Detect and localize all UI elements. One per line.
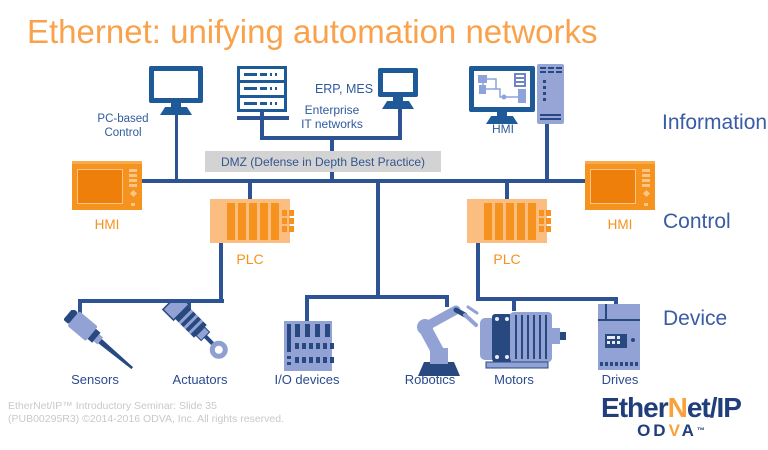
line-middle-drop	[376, 183, 380, 299]
line-server-pole	[260, 112, 264, 139]
line-device-bus-1	[78, 299, 224, 303]
line-sensors-drop	[78, 299, 82, 317]
enterprise-it-label: Enterprise IT networks	[301, 103, 363, 131]
device-label-io-devices: I/O devices	[274, 372, 340, 387]
line-plc2-device-drop	[476, 243, 480, 301]
device-label-sensors: Sensors	[71, 372, 119, 387]
hmi-panel-left-icon	[72, 161, 142, 210]
erp-mes-label: ERP, MES	[314, 82, 374, 96]
server-rack-icon	[237, 66, 287, 112]
logo-ethernet-ip: EtherNet/IP	[601, 392, 742, 423]
line-device-bus-2	[305, 295, 449, 299]
plc-left-icon	[210, 199, 294, 243]
hmi-info-label: HMI	[492, 122, 514, 136]
line-actuators-drop	[187, 299, 191, 313]
robotics-icon	[417, 305, 479, 376]
line-device-bus-3	[476, 297, 618, 301]
line-plc1-feed	[248, 183, 252, 200]
sensors-icon	[64, 310, 134, 370]
motors-icon	[480, 312, 566, 369]
level-label-information: Information	[662, 111, 768, 134]
actuators-icon	[161, 303, 228, 359]
line-enterprise-monitor-drop	[398, 108, 402, 138]
footer-line1: EtherNet/IP™ Introductory Seminar: Slide…	[8, 400, 217, 412]
line-plc1-device-drop	[219, 243, 223, 303]
hmi-left-label: HMI	[94, 217, 120, 232]
tower-pc-icon	[537, 64, 564, 124]
line-robotics-drop	[445, 295, 449, 307]
hmi-monitor-icon	[469, 66, 535, 124]
io-devices-icon	[284, 321, 334, 371]
dmz-label: DMZ (Defense in Depth Best Practice)	[220, 154, 426, 169]
level-label-device: Device	[663, 307, 728, 330]
device-label-actuators: Actuators	[172, 372, 228, 387]
line-motors-drop	[512, 297, 516, 311]
device-label-drives: Drives	[601, 372, 639, 387]
line-io-drop	[305, 295, 309, 322]
hmi-right-label: HMI	[607, 217, 633, 232]
device-label-robotics: Robotics	[404, 372, 456, 387]
drives-icon	[598, 304, 640, 370]
device-label-motors: Motors	[494, 372, 534, 387]
pc-based-control-monitor-icon	[149, 66, 203, 115]
hmi-screen-diagram	[478, 73, 526, 103]
line-tower-drop	[545, 120, 549, 182]
plc-right-label: PLC	[493, 251, 521, 267]
line-plc2-feed	[505, 183, 509, 200]
line-pc-monitor-drop	[175, 114, 178, 182]
ethernet-ip-odva-logo: EtherNet/IP ODVA™	[576, 392, 766, 440]
hmi-panel-right-icon	[585, 161, 655, 210]
pc-based-control-label: PC-based Control	[97, 113, 149, 139]
slide-title: Ethernet: unifying automation networks	[27, 13, 598, 50]
level-label-control: Control	[663, 210, 731, 233]
dmz-bar: DMZ (Defense in Depth Best Practice)	[205, 151, 441, 172]
plc-left-label: PLC	[236, 251, 264, 267]
enterprise-monitor-icon	[378, 68, 418, 109]
line-server-crossbar	[237, 116, 289, 120]
line-control-bus	[141, 179, 586, 183]
footer-line2: (PUB00295R3) ©2014-2016 ODVA, Inc. All r…	[8, 413, 285, 425]
plc-right-icon	[467, 199, 551, 243]
line-drives-drop	[614, 297, 618, 307]
footer-copyright: EtherNet/IP™ Introductory Seminar: Slide…	[8, 400, 284, 426]
logo-odva: ODVA™	[637, 421, 705, 440]
